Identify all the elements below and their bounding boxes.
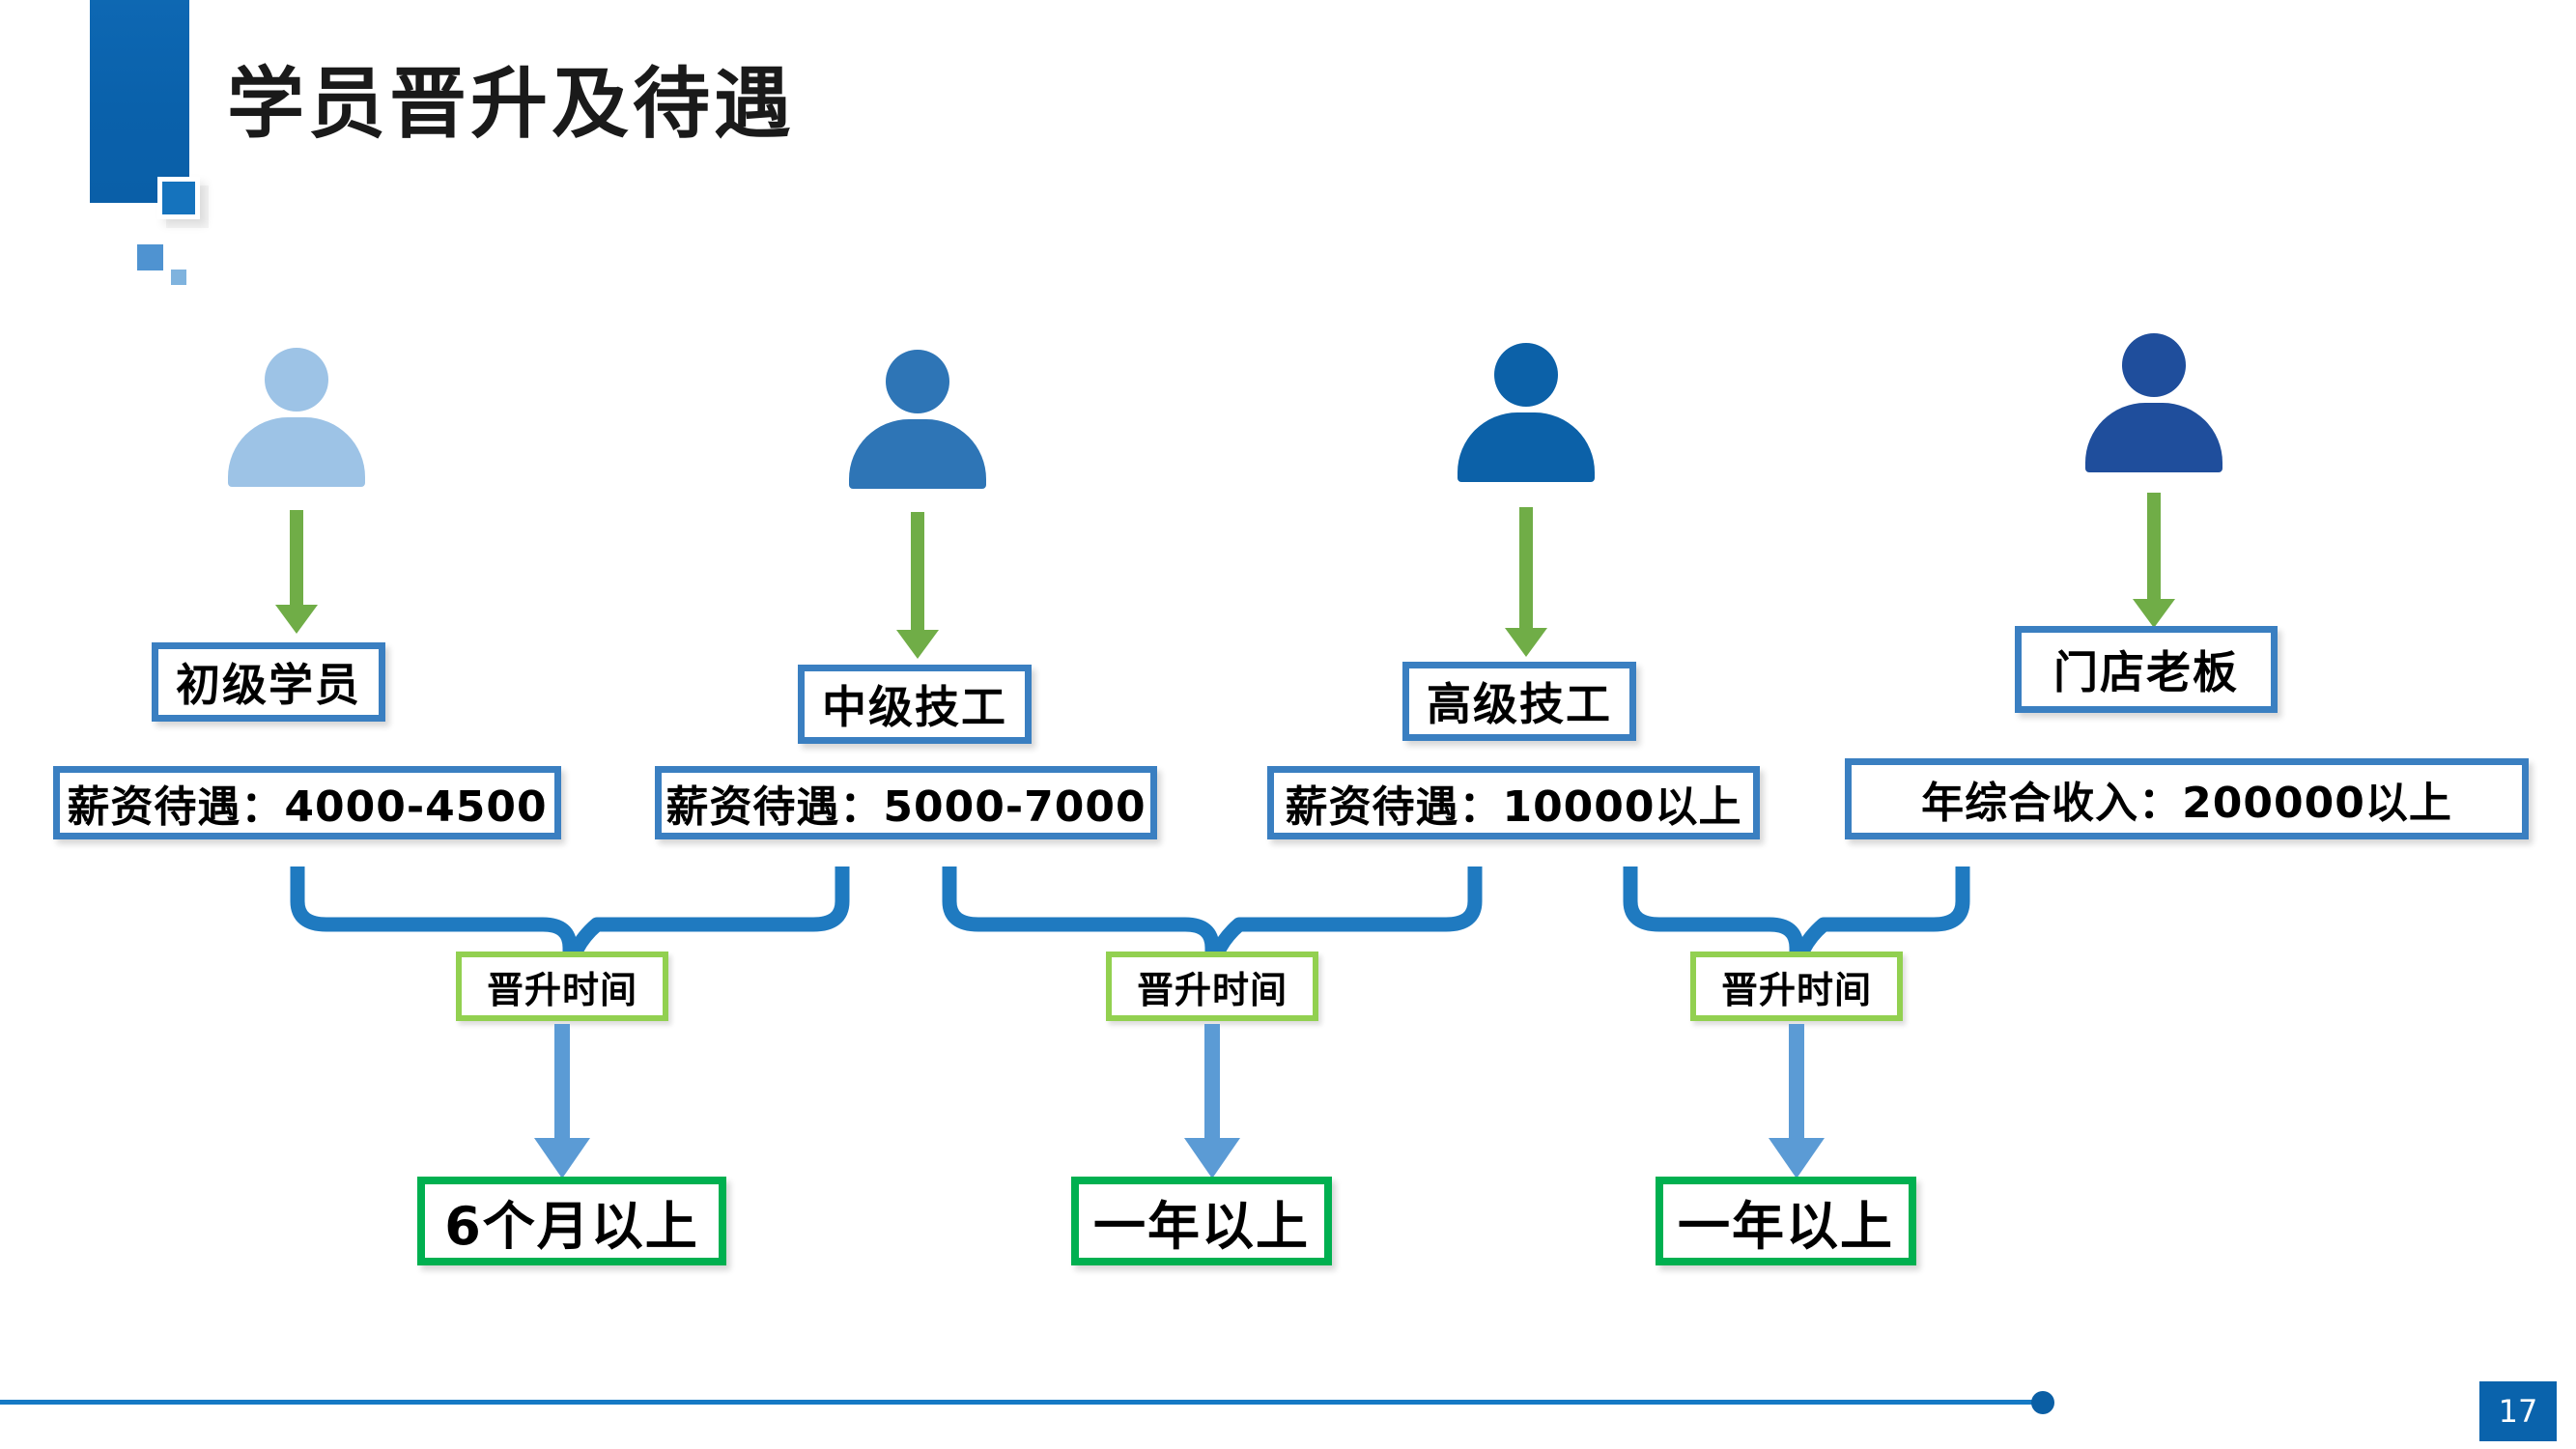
person-icon-level-1 [224,348,369,493]
duration-arrow-1 [534,1024,590,1179]
promotion-time-box-2[interactable]: 晋升时间 [1106,952,1318,1021]
arrow-stem [554,1024,570,1138]
person-head-icon [265,348,328,412]
pay-box-level-4[interactable]: 年综合收入：200000以上 [1845,758,2529,839]
promotion-time-label: 晋升时间 [486,968,637,1011]
role-label: 初级学员 [176,659,361,711]
page-number-badge: 17 [2479,1381,2557,1441]
person-icon-level-2 [845,350,990,495]
role-label: 高级技工 [1427,678,1612,730]
role-box-level-1[interactable]: 初级学员 [152,642,385,722]
promotion-time-box-3[interactable]: 晋升时间 [1690,952,1903,1021]
person-head-icon [886,350,949,413]
footer-dot [2031,1391,2054,1414]
promotion-time-label: 晋升时间 [1720,968,1872,1011]
title-decor-square-outlined [157,177,200,219]
promotion-arrow-down-3 [1505,507,1547,657]
promotion-time-box-1[interactable]: 晋升时间 [456,952,668,1021]
role-label: 门店老板 [2053,646,2239,698]
arrow-head [2133,599,2175,628]
arrow-head [1769,1138,1825,1179]
person-body-icon [1458,412,1595,482]
arrow-head [1184,1138,1240,1179]
duration-label: 6个月以上 [444,1195,699,1257]
arrow-head [1505,628,1547,657]
duration-result-box-1[interactable]: 6个月以上 [417,1177,726,1265]
role-box-level-4[interactable]: 门店老板 [2015,626,2278,713]
arrow-head [275,605,318,634]
arrow-stem [290,510,303,605]
arrow-stem [1519,507,1533,628]
footer-rule [0,1400,2046,1405]
pay-label: 薪资待遇：5000-7000 [665,782,1146,832]
pay-box-level-3[interactable]: 薪资待遇：10000以上 [1267,766,1760,839]
promotion-time-label: 晋升时间 [1136,968,1288,1011]
person-icon-level-3 [1454,343,1599,488]
arrow-stem [911,512,924,630]
role-box-level-3[interactable]: 高级技工 [1402,662,1636,741]
pay-box-level-2[interactable]: 薪资待遇：5000-7000 [655,766,1157,839]
role-box-level-2[interactable]: 中级技工 [798,665,1032,744]
pay-label: 年综合收入：200000以上 [1921,779,2452,828]
role-label: 中级技工 [822,681,1007,733]
arrow-head [534,1138,590,1179]
arrow-stem [1204,1024,1220,1138]
duration-arrow-2 [1184,1024,1240,1179]
arrow-stem [2147,493,2161,599]
pay-label: 薪资待遇：4000-4500 [67,782,548,832]
person-head-icon [2122,333,2186,397]
duration-label: 一年以上 [1678,1195,1894,1257]
person-head-icon [1494,343,1558,407]
arrow-head [896,630,939,659]
person-body-icon [228,417,365,487]
duration-arrow-3 [1769,1024,1825,1179]
title-accent-bar [90,0,189,203]
arrow-stem [1789,1024,1804,1138]
duration-result-box-2[interactable]: 一年以上 [1071,1177,1332,1265]
title-decor-square-small [171,270,186,285]
pay-label: 薪资待遇：10000以上 [1285,782,1742,832]
person-body-icon [849,419,986,489]
pay-box-level-1[interactable]: 薪资待遇：4000-4500 [53,766,561,839]
duration-label: 一年以上 [1093,1195,1310,1257]
promotion-arrow-down-4 [2133,493,2175,628]
promotion-arrow-down-2 [896,512,939,659]
promotion-arrow-down-1 [275,510,318,634]
person-icon-level-4 [2081,333,2226,478]
title-decor-square-medium [137,244,163,270]
duration-result-box-3[interactable]: 一年以上 [1656,1177,1916,1265]
person-body-icon [2085,403,2222,472]
page-title: 学员晋升及待遇 [227,59,795,149]
